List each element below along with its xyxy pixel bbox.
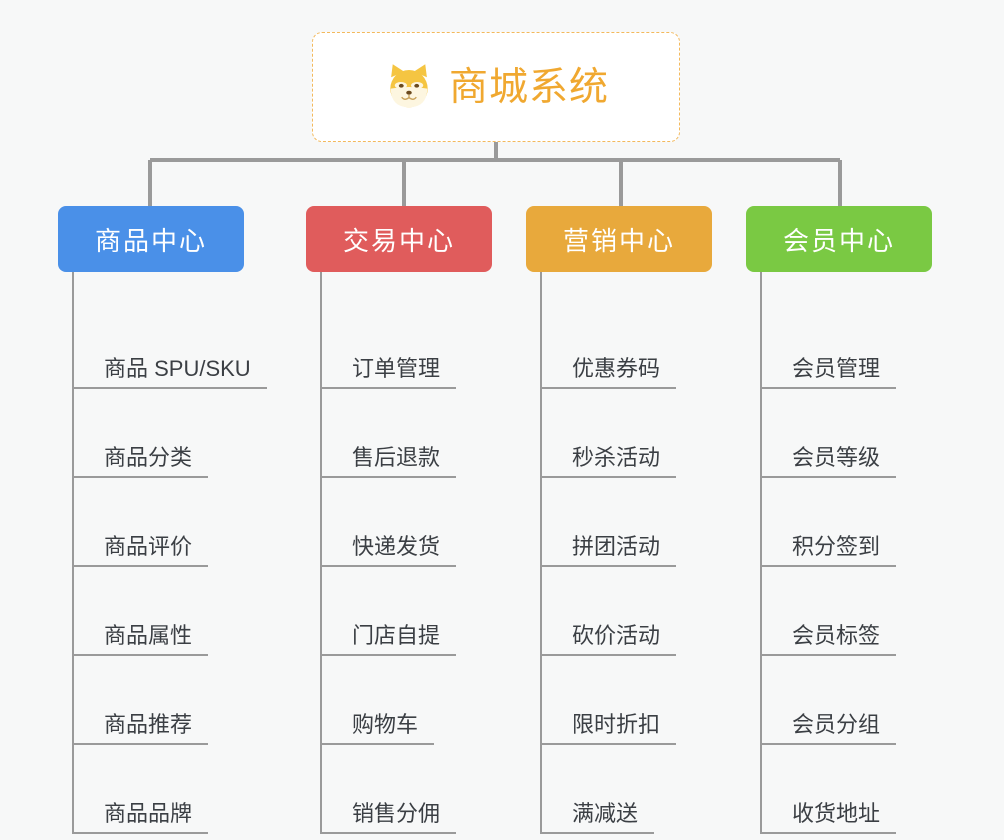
leaf-label: 快递发货 bbox=[320, 534, 457, 567]
leaf-spine-1 bbox=[72, 272, 74, 834]
category-box-4[interactable]: 会员中心 bbox=[746, 206, 932, 272]
leaf-item[interactable]: 商品品牌 bbox=[72, 745, 244, 834]
category-column-2: 交易中心 订单管理 售后退款 快递发货 门店自提 购物车 销售分佣 bbox=[306, 206, 492, 834]
leaf-label: 商品 SPU/SKU bbox=[72, 356, 267, 389]
leaf-label: 秒杀活动 bbox=[540, 445, 677, 478]
leaf-label: 会员等级 bbox=[760, 445, 897, 478]
leaf-item[interactable]: 秒杀活动 bbox=[540, 389, 712, 478]
leaf-list-1: 商品 SPU/SKU 商品分类 商品评价 商品属性 商品推荐 商品品牌 bbox=[72, 272, 267, 834]
leaf-label: 砍价活动 bbox=[540, 623, 677, 656]
leaf-label: 满减送 bbox=[540, 801, 655, 834]
leaf-label: 订单管理 bbox=[320, 356, 457, 389]
category-box-3[interactable]: 营销中心 bbox=[526, 206, 712, 272]
leaf-item[interactable]: 售后退款 bbox=[320, 389, 492, 478]
category-column-3: 营销中心 优惠券码 秒杀活动 拼团活动 砍价活动 限时折扣 满减送 bbox=[526, 206, 712, 834]
root-title: 商城系统 bbox=[448, 65, 609, 109]
category-column-1: 商品中心 商品 SPU/SKU 商品分类 商品评价 商品属性 商品推荐 商品品牌 bbox=[58, 206, 267, 834]
root-node[interactable]: 商城系统 bbox=[312, 32, 680, 142]
leaf-item[interactable]: 限时折扣 bbox=[540, 656, 712, 745]
leaf-item[interactable]: 商品推荐 bbox=[72, 656, 244, 745]
leaf-item[interactable]: 优惠券码 bbox=[540, 300, 712, 389]
category-box-2[interactable]: 交易中心 bbox=[306, 206, 492, 272]
leaf-item[interactable]: 满减送 bbox=[540, 745, 712, 834]
leaf-label: 限时折扣 bbox=[540, 712, 677, 745]
leaf-spine-3 bbox=[540, 272, 542, 834]
leaf-label: 商品品牌 bbox=[72, 801, 209, 834]
category-label-2: 交易中心 bbox=[342, 225, 455, 256]
leaf-item[interactable]: 会员分组 bbox=[760, 656, 932, 745]
shiba-dog-icon bbox=[383, 61, 435, 113]
leaf-label: 会员管理 bbox=[760, 356, 897, 389]
leaf-item[interactable]: 快递发货 bbox=[320, 478, 492, 567]
category-box-1[interactable]: 商品中心 bbox=[58, 206, 244, 272]
leaf-item[interactable]: 订单管理 bbox=[320, 300, 492, 389]
leaf-label: 商品推荐 bbox=[72, 712, 209, 745]
leaf-item[interactable]: 商品评价 bbox=[72, 478, 244, 567]
leaf-label: 会员标签 bbox=[760, 623, 897, 656]
leaf-label: 优惠券码 bbox=[540, 356, 677, 389]
leaf-item[interactable]: 积分签到 bbox=[760, 478, 932, 567]
leaf-item[interactable]: 门店自提 bbox=[320, 567, 492, 656]
leaf-label: 售后退款 bbox=[320, 445, 457, 478]
leaf-list-4: 会员管理 会员等级 积分签到 会员标签 会员分组 收货地址 bbox=[760, 272, 932, 834]
leaf-spine-4 bbox=[760, 272, 762, 834]
leaf-list-3: 优惠券码 秒杀活动 拼团活动 砍价活动 限时折扣 满减送 bbox=[540, 272, 712, 834]
leaf-label: 商品评价 bbox=[72, 534, 209, 567]
category-label-1: 商品中心 bbox=[94, 225, 207, 256]
leaf-label: 拼团活动 bbox=[540, 534, 677, 567]
leaf-item[interactable]: 收货地址 bbox=[760, 745, 932, 834]
leaf-item[interactable]: 商品属性 bbox=[72, 567, 244, 656]
leaf-label: 商品分类 bbox=[72, 445, 209, 478]
leaf-item[interactable]: 购物车 bbox=[320, 656, 492, 745]
category-column-4: 会员中心 会员管理 会员等级 积分签到 会员标签 会员分组 收货地址 bbox=[746, 206, 932, 834]
leaf-label: 门店自提 bbox=[320, 623, 457, 656]
category-label-4: 会员中心 bbox=[782, 225, 895, 256]
leaf-label: 收货地址 bbox=[760, 801, 897, 834]
leaf-label: 商品属性 bbox=[72, 623, 209, 656]
category-label-3: 营销中心 bbox=[562, 225, 675, 256]
leaf-spine-2 bbox=[320, 272, 322, 834]
leaf-label: 积分签到 bbox=[760, 534, 897, 567]
leaf-item[interactable]: 会员管理 bbox=[760, 300, 932, 389]
leaf-label: 销售分佣 bbox=[320, 801, 457, 834]
leaf-item[interactable]: 拼团活动 bbox=[540, 478, 712, 567]
leaf-item[interactable]: 商品 SPU/SKU bbox=[72, 300, 267, 389]
leaf-item[interactable]: 商品分类 bbox=[72, 389, 244, 478]
leaf-item[interactable]: 会员标签 bbox=[760, 567, 932, 656]
leaf-label: 会员分组 bbox=[760, 712, 897, 745]
leaf-label: 购物车 bbox=[320, 712, 435, 745]
leaf-item[interactable]: 会员等级 bbox=[760, 389, 932, 478]
leaf-item[interactable]: 砍价活动 bbox=[540, 567, 712, 656]
leaf-item[interactable]: 销售分佣 bbox=[320, 745, 492, 834]
leaf-list-2: 订单管理 售后退款 快递发货 门店自提 购物车 销售分佣 bbox=[320, 272, 492, 834]
